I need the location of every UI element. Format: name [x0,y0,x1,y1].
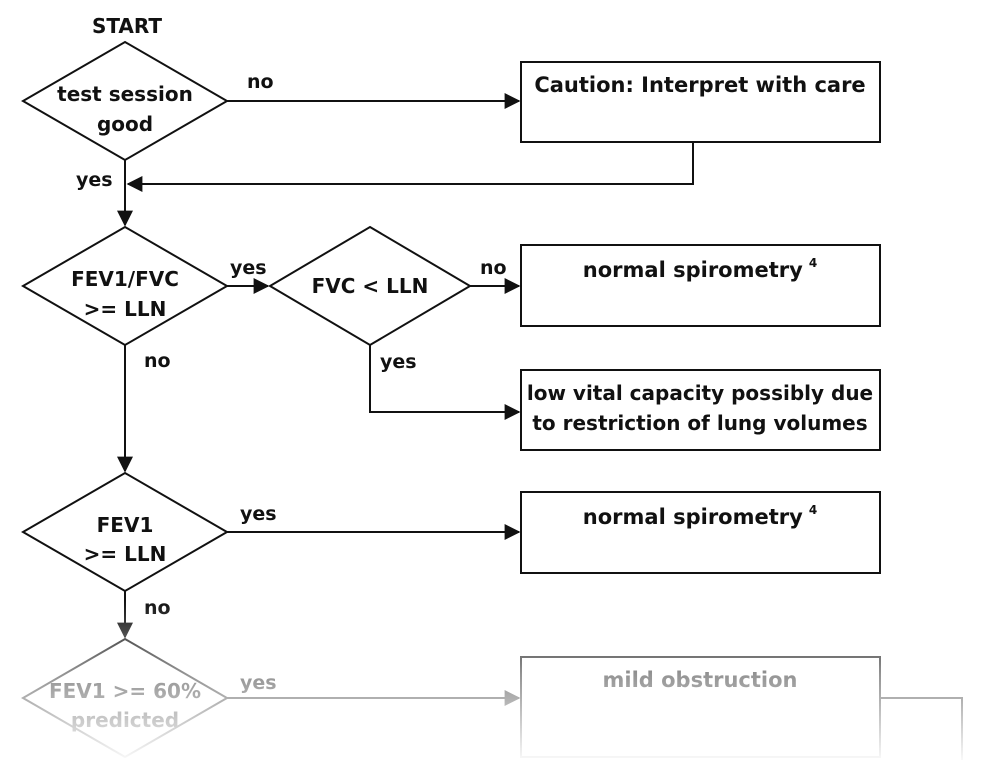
outcome-caution: Caution: Interpret with care [520,61,881,143]
decision-fvc-text: FVC < LLN [312,274,429,298]
outcome-normal-spirometry-2: normal spirometry 4 [520,491,881,574]
outcome-mild-obstruction: mild obstruction [520,656,881,758]
outcome-normal-spirometry-1: normal spirometry 4 [520,244,881,327]
outcome-normal-2-footnote: 4 [809,503,817,517]
edge-label-session-no: no [247,71,274,93]
decision-fvc: FVC < LLN [268,225,472,347]
edge-label-fev1-no: no [144,597,171,619]
outcome-low-vc-line-2: to restriction of lung volumes [532,411,867,435]
decision-test-session-line-2: good [97,112,153,136]
outcome-normal-2-text: normal spirometry 4 [583,503,817,529]
decision-fev1-fvc-line-1: FEV1/FVC [71,267,179,291]
decision-fev1-60-predicted: FEV1 >= 60% predicted [21,637,229,759]
outcome-normal-1-footnote: 4 [809,256,817,270]
edge-caution-return [126,142,694,192]
decision-fev1-fvc-line-2: >= LLN [84,297,167,321]
edge-fvc-yes [369,345,521,420]
decision-fev1: FEV1 >= LLN [21,471,229,593]
edge-label-fvc-yes: yes [380,351,417,373]
decision-fev1-line-1: FEV1 [97,513,154,537]
start-label: START [92,14,162,38]
decision-test-session-line-1: test session [57,82,193,106]
outcome-low-vital-capacity: low vital capacity possibly due to restr… [520,369,881,451]
decision-fev1-line-2: >= LLN [84,542,167,566]
decision-fev1-fvc: FEV1/FVC >= LLN [21,225,229,347]
decision-fev1-60-line-1: FEV1 >= 60% [49,679,201,703]
outcome-caution-text: Caution: Interpret with care [534,73,865,97]
edge-label-fev1fvc-no: no [144,350,171,372]
outcome-normal-1-label: normal spirometry [583,258,803,282]
decision-test-session: test session good [21,40,229,162]
edge-label-fev1-yes: yes [240,503,277,525]
edge-label-fev1-60-yes: yes [240,672,277,694]
outcome-low-vc-line-1: low vital capacity possibly due [527,381,873,405]
edge-mild-continue [880,697,963,760]
edge-label-fev1fvc-yes: yes [230,257,267,279]
outcome-normal-1-text: normal spirometry 4 [583,256,817,282]
outcome-mild-text: mild obstruction [603,668,798,692]
edge-label-fvc-no: no [480,257,507,279]
outcome-normal-2-label: normal spirometry [583,505,803,529]
decision-fev1-60-line-2: predicted [71,708,179,732]
edge-label-session-yes: yes [76,169,113,191]
